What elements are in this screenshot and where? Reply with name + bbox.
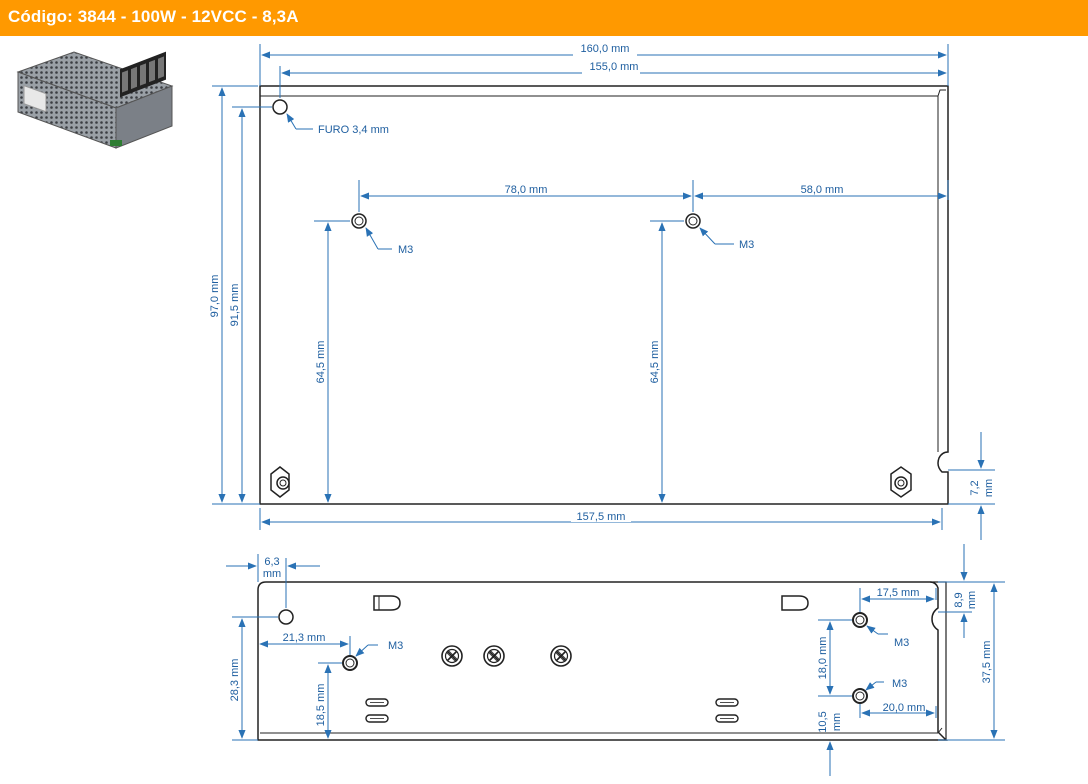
screw-icon-2 xyxy=(483,645,505,667)
dim-375: 37,5 mm xyxy=(981,641,993,684)
dim-89: 8,9 xyxy=(953,592,965,607)
power-supply-photo xyxy=(16,51,174,149)
dim-185: 18,5 mm xyxy=(315,684,327,727)
dim-72-unit: mm xyxy=(983,479,995,497)
side-view-outline xyxy=(257,581,948,741)
dim-78: 78,0 mm xyxy=(505,184,548,196)
hex-foot-right xyxy=(890,466,912,498)
dim-105: 10,5 xyxy=(817,711,829,732)
dim-175: 17,5 mm xyxy=(877,587,920,599)
hex-foot-left xyxy=(270,466,290,498)
hole-34 xyxy=(272,99,288,115)
dim-63-unit: mm xyxy=(263,568,281,580)
dim-200: 20,0 mm xyxy=(883,702,926,714)
dim-105-unit: mm xyxy=(831,713,843,731)
product-code-title: Código: 3844 - 100W - 12VCC - 8,3A xyxy=(8,7,299,26)
dim-91: 91,5 mm xyxy=(229,284,241,327)
d-vent-left xyxy=(373,595,401,611)
dim-72: 7,2 xyxy=(969,480,981,495)
side-m3-lower xyxy=(852,688,868,704)
dim-155: 155,0 mm xyxy=(590,61,639,73)
m3-label-side-left: M3 xyxy=(388,640,403,652)
side-view: 6,3 mm 21,3 mm M3 28,3 mm 18,5 mm 17,5 m… xyxy=(226,544,1005,776)
dim-58: 58,0 mm xyxy=(801,184,844,196)
dim-157: 157,5 mm xyxy=(577,511,626,523)
side-hole-left xyxy=(278,609,294,625)
dim-180: 18,0 mm xyxy=(817,637,829,680)
header-bar: Código: 3844 - 100W - 12VCC - 8,3A xyxy=(0,0,1088,36)
top-view: 160,0 mm 155,0 mm FURO 3,4 mm 78,0 mm 58… xyxy=(209,43,995,540)
dim-64-right: 64,5 mm xyxy=(649,341,661,384)
top-view-outline xyxy=(259,85,949,505)
d-vent-right xyxy=(781,595,809,611)
dim-213: 21,3 mm xyxy=(283,632,326,644)
dim-63: 6,3 xyxy=(264,556,279,568)
side-m3-left xyxy=(342,655,358,671)
dim-89-unit: mm xyxy=(966,591,978,609)
side-m3-upper xyxy=(852,612,868,628)
m3-label-side-upper: M3 xyxy=(894,637,909,649)
m3-label-side-lower: M3 xyxy=(892,678,907,690)
m3-label-top-right: M3 xyxy=(739,239,754,251)
screw-icon-3 xyxy=(550,645,572,667)
m3-hole-left xyxy=(351,213,367,229)
m3-hole-right xyxy=(685,213,701,229)
m3-label-top-left: M3 xyxy=(398,244,413,256)
dim-283: 28,3 mm xyxy=(229,659,241,702)
hole-label-34: FURO 3,4 mm xyxy=(318,124,389,136)
dim-97: 97,0 mm xyxy=(209,275,221,318)
dim-64-left: 64,5 mm xyxy=(315,341,327,384)
screw-icon-1 xyxy=(441,645,463,667)
dim-160: 160,0 mm xyxy=(581,43,630,55)
